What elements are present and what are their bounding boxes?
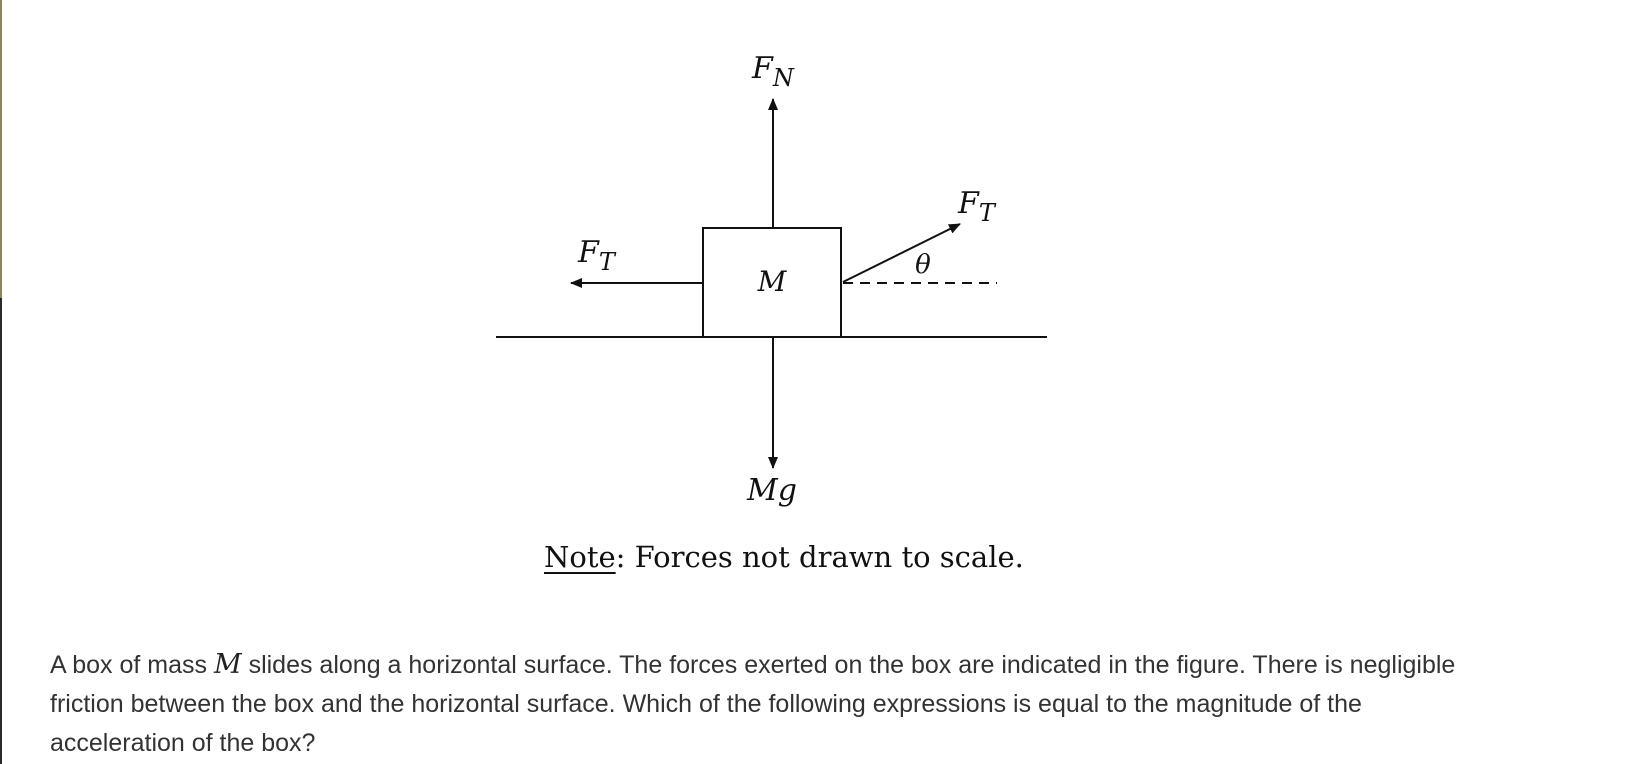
note-key: Note xyxy=(544,540,616,574)
diagram-svg: M FN Mg FT FT θ xyxy=(496,51,1047,508)
angle-theta-label: θ xyxy=(915,250,931,280)
tension-right-arrow xyxy=(842,223,961,283)
weight-label: Mg xyxy=(746,473,797,508)
question-part-1: A box of mass xyxy=(50,651,214,679)
window-edge-bar xyxy=(0,0,2,764)
question-text: A box of mass M slides along a horizonta… xyxy=(50,645,1490,763)
note-text: : Forces not drawn to scale. xyxy=(615,540,1024,574)
question-mass-symbol: M xyxy=(213,649,242,680)
free-body-diagram: M FN Mg FT FT θ xyxy=(496,51,1047,508)
tension-left-label: FT xyxy=(577,235,617,276)
box-mass-label: M xyxy=(757,265,788,298)
question-part-2: slides along a horizontal surface. The f… xyxy=(50,651,1456,757)
normal-force-label: FN xyxy=(751,51,795,92)
tension-right-label: FT xyxy=(957,186,997,227)
